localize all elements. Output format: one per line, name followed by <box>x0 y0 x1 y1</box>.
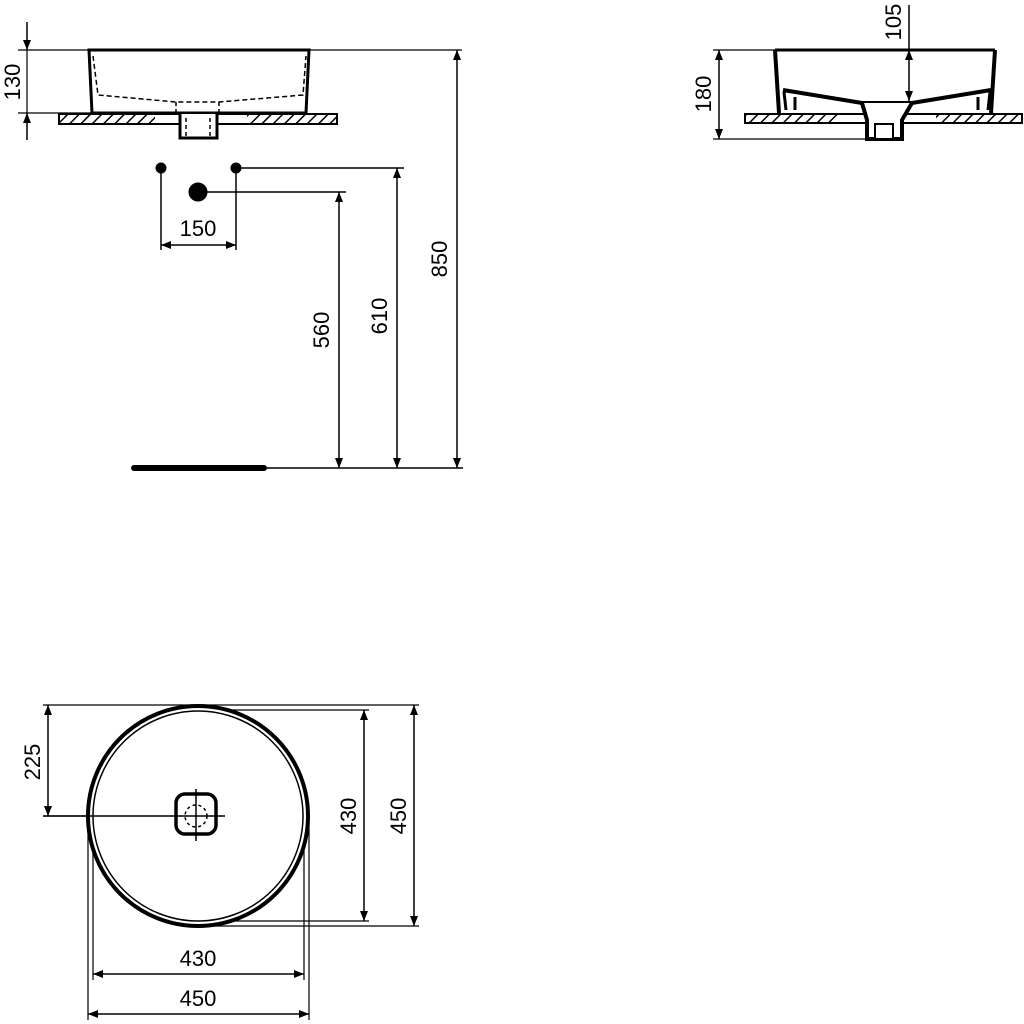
dim-basin-height: 130 <box>0 64 25 101</box>
side-section <box>713 5 1023 141</box>
dim-inner-width-plan: 430 <box>180 946 217 971</box>
connection-points <box>155 162 404 250</box>
dim-supply-height: 610 <box>367 298 392 335</box>
dim-inner-depth-plan: 430 <box>336 798 361 835</box>
dim-inner-depth: 105 <box>881 4 906 41</box>
plan-view <box>43 704 419 1020</box>
dim-outer-depth-plan: 450 <box>386 798 411 835</box>
dim-overall-height: 180 <box>691 76 716 113</box>
front-view <box>18 22 462 140</box>
dim-waste-height: 560 <box>309 312 334 349</box>
dim-tap-spacing: 150 <box>180 216 217 241</box>
dim-waste-offset: 225 <box>20 744 45 781</box>
dim-outer-width-plan: 450 <box>180 986 217 1011</box>
vertical-dimensions <box>335 50 461 468</box>
dim-counter-height: 850 <box>427 241 452 278</box>
